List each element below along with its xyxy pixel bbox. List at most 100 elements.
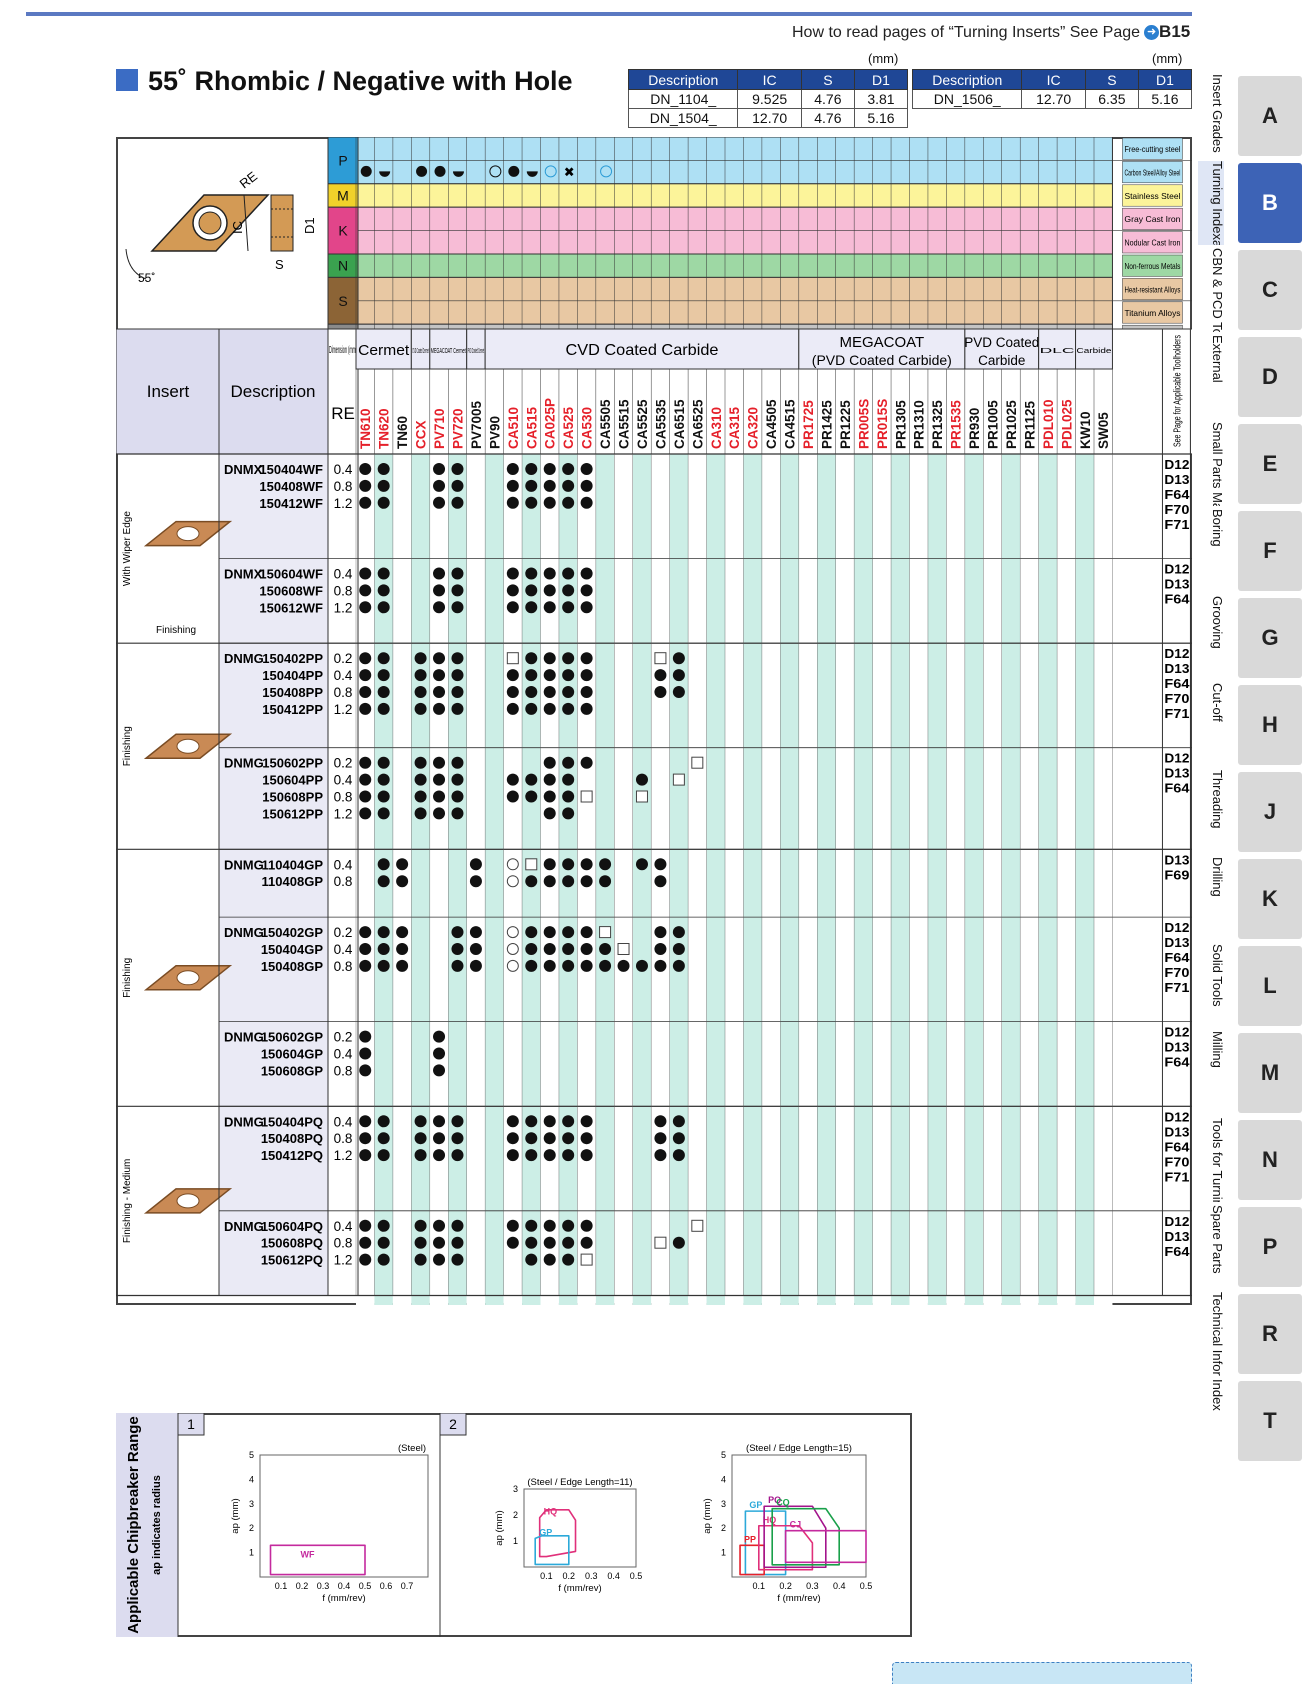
dot-icon [433,1219,446,1232]
material-name: Non-ferrous Metals [1124,261,1180,271]
dot-icon [562,1253,575,1266]
dot-icon [580,702,593,715]
dot-icon [359,1115,372,1128]
grade-column-bg [909,354,928,1305]
dot-icon [451,652,464,665]
see-page-ref: D13 [1164,1230,1189,1244]
dot-icon [433,702,446,715]
dot-icon [360,165,372,177]
dot-icon [359,959,372,972]
dot-icon [562,773,575,786]
dot-icon [580,496,593,509]
dot-icon [359,686,372,698]
dot-icon [451,702,464,715]
grade-name: CA315 [727,406,742,449]
dot-icon [506,1236,519,1249]
tab-letter: R [1238,1294,1302,1374]
dot-icon [396,943,409,955]
tab-label: Technical Information [1210,1292,1224,1376]
x-tick-label: 0.1 [753,1581,766,1591]
grade-column-bg [891,354,910,1305]
grade-column-bg [725,354,744,1305]
insert-code: 150404GP [261,942,323,957]
grade-column-bg [1001,354,1021,1305]
dot-icon [580,601,593,614]
x-tick-label: 0.3 [317,1581,330,1591]
dot-icon [672,669,685,682]
insert-prefix: DNMG [224,925,264,940]
insert-prefix: DNMG [224,1030,264,1045]
x-tick-label: 0.6 [380,1581,393,1591]
tab-letter: G [1238,598,1302,678]
chipbreaker-subtitle: ap indicates radius [151,1475,163,1575]
group-label: Carbide [978,353,1025,368]
tab-r[interactable]: Technical Information R [1190,1292,1304,1376]
dot-icon [359,926,372,939]
tab-label: External [1210,335,1224,383]
dot-icon [396,875,409,888]
grade-name: CA510 [506,407,521,449]
y-tick-label: 2 [249,1523,254,1533]
grade-name: CA530 [580,407,595,449]
x-axis-label: f (mm/rev) [558,1583,601,1594]
dot-icon [562,1149,575,1162]
dot-icon [599,943,612,955]
dot-icon [414,790,427,803]
re-value: 1.2 [334,1253,353,1268]
dot-icon [506,773,519,786]
re-value: 0.4 [334,942,353,957]
howto-page-link[interactable]: B15 [1159,22,1191,41]
tab-letter: H [1238,685,1302,765]
insert-hole-inner [198,211,222,235]
group-label: PVD Coated [964,335,1039,350]
grade-name: PR1125 [1022,400,1037,449]
col-d1: D1 [1137,69,1193,90]
dot-icon [359,1030,372,1043]
angle-arc [125,248,147,280]
insert-code: 150408PP [262,685,323,700]
dot-icon [562,1219,575,1232]
range-number: 1 [187,1416,195,1432]
re-value: 0.8 [334,959,353,974]
dot-icon [580,652,593,665]
how-to-read-note[interactable]: How to read pages of “Turning Inserts” S… [792,22,1190,42]
dot-icon [580,875,593,888]
tab-label: Tools for Turning Mill [1210,1118,1224,1202]
grade-name: CA4505 [764,399,779,449]
series-label: PQ [768,1495,781,1505]
tab-label: Index [1210,1379,1224,1411]
dot-icon [377,496,390,509]
insert-header [116,328,220,455]
dot-icon [433,790,446,803]
grade-column-bg [1075,354,1094,1305]
dot-icon [562,926,575,939]
dot-icon [377,1219,390,1232]
dot-icon [654,875,667,888]
dot-icon [580,1115,593,1128]
re-value: 0.2 [334,756,353,771]
re-value: 0.4 [334,1047,353,1062]
dot-icon [506,669,519,682]
x-tick-label: 0.4 [833,1581,846,1591]
page-title-text: 55˚ Rhombic / Negative with Hole [148,66,573,96]
dot-icon [469,875,482,888]
see-page-ref: D13 [1164,578,1189,592]
dot-icon [525,1219,538,1232]
col-d1: D1 [853,69,909,90]
dot-icon [396,959,409,972]
